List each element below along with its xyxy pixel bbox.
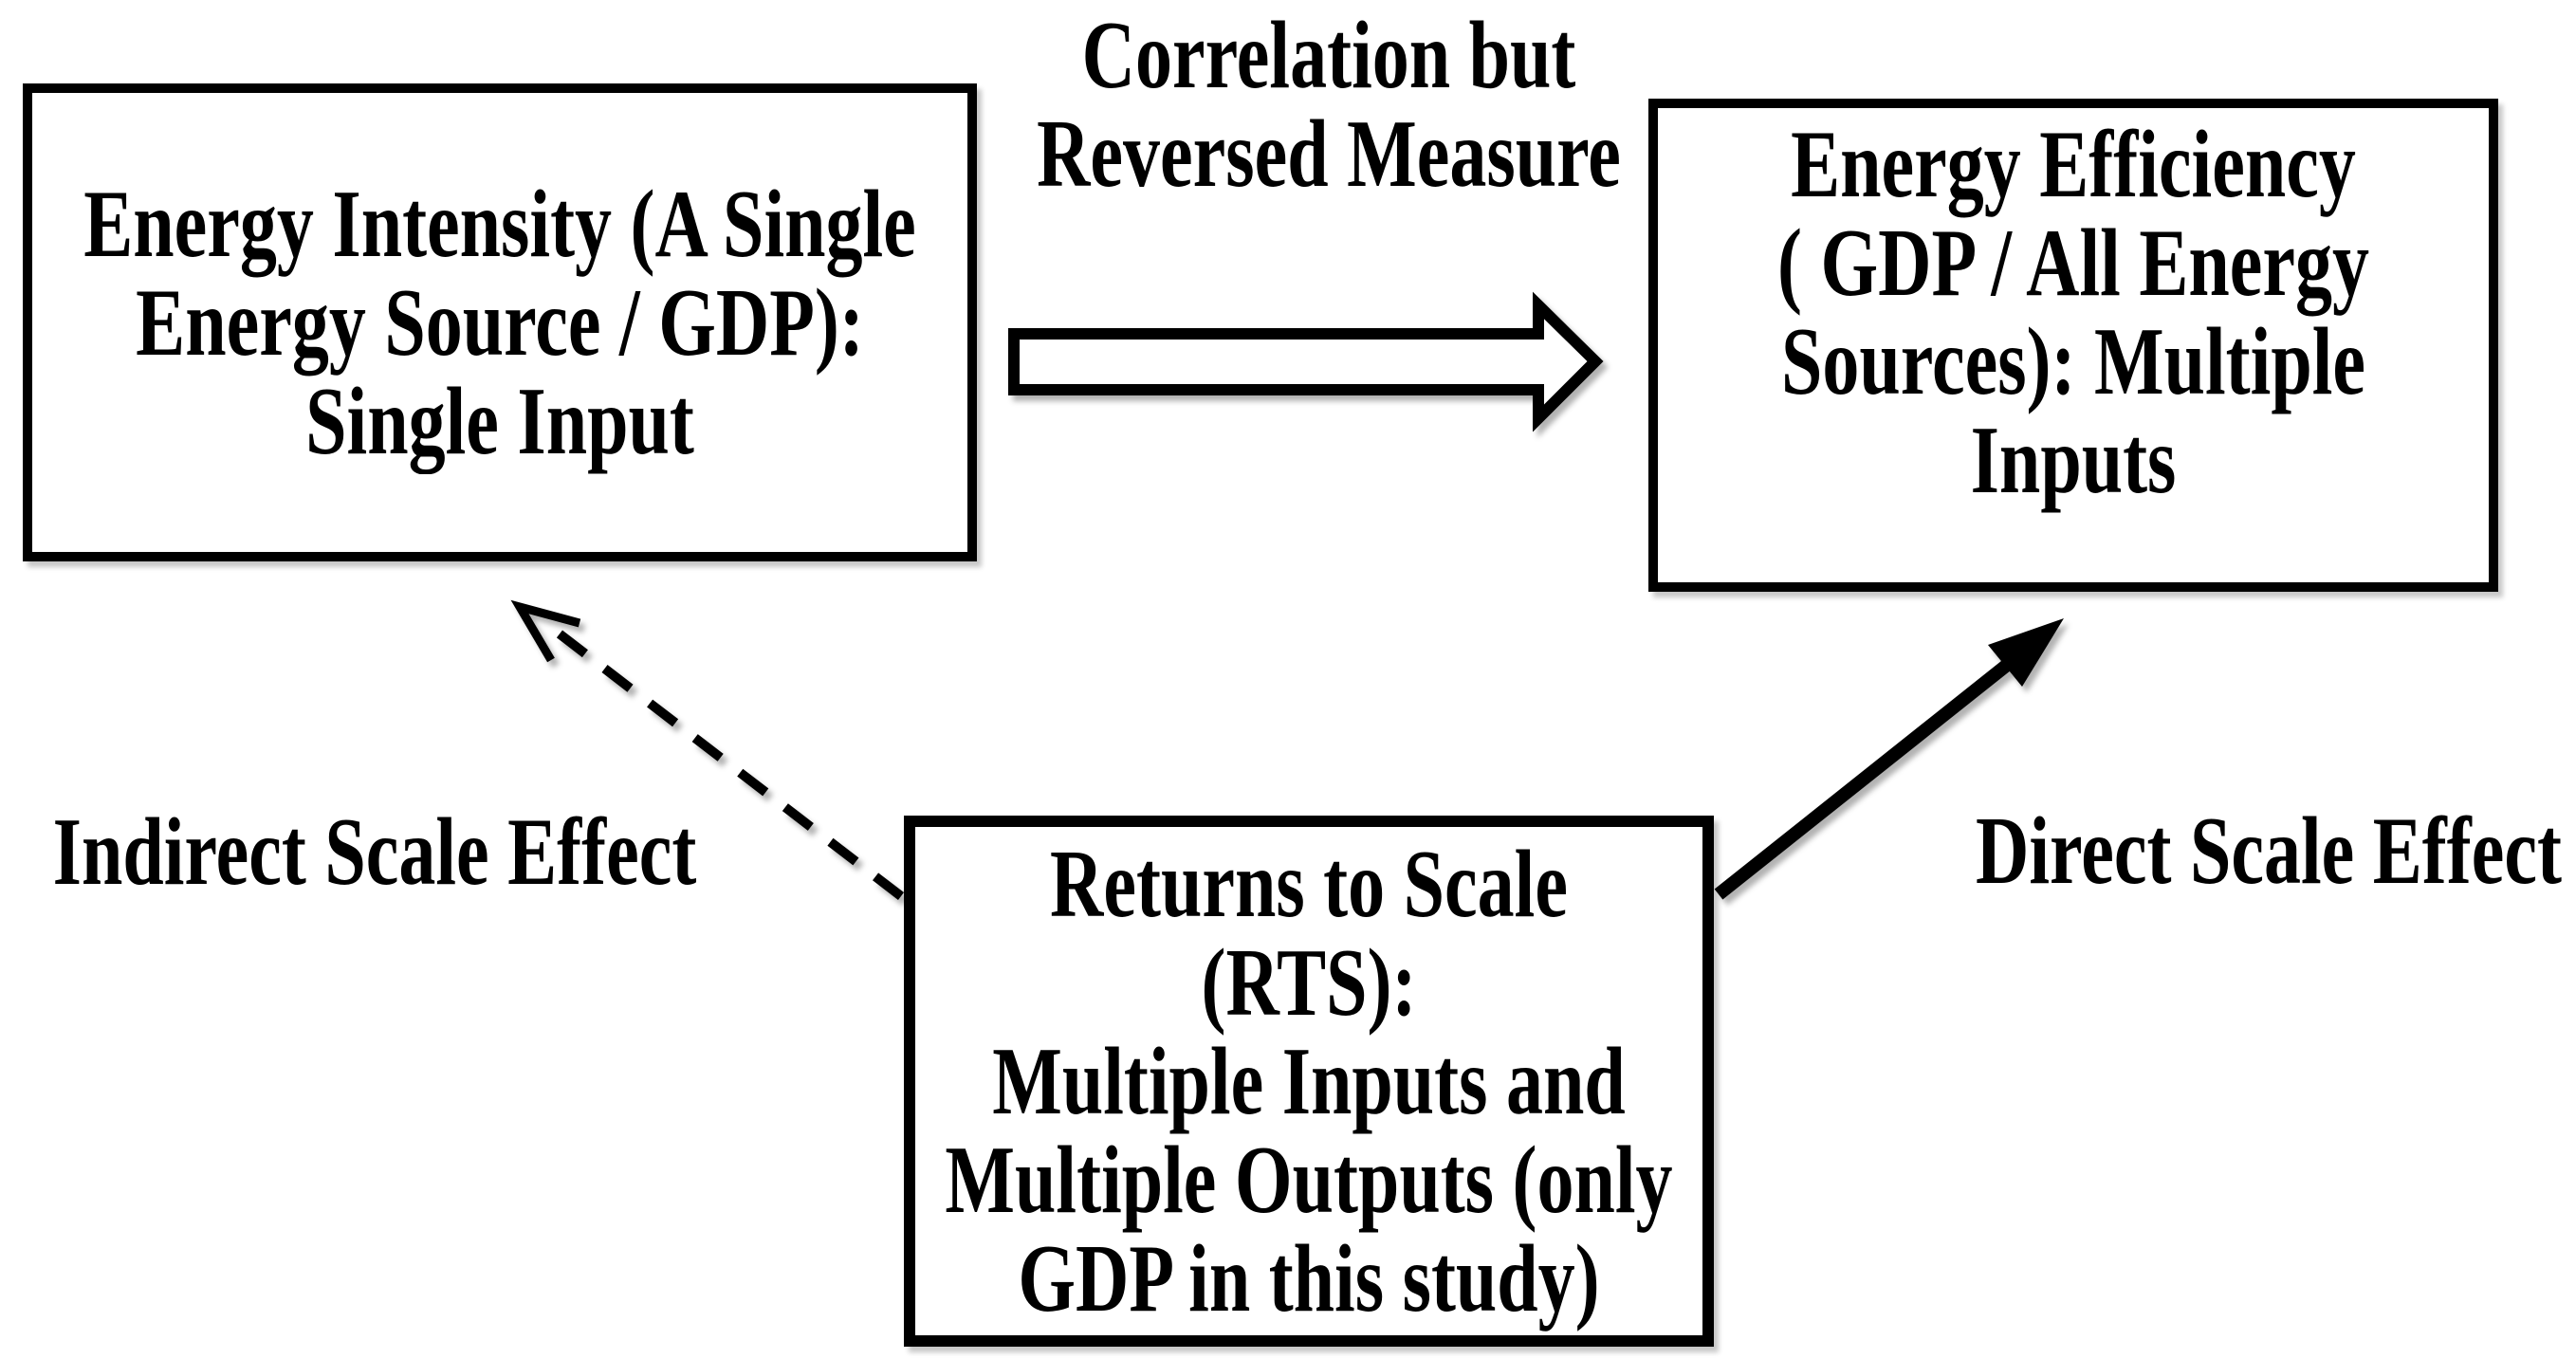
energy-efficiency-line1: Energy Efficiency [1791, 109, 2356, 217]
energy-intensity-line2: Energy Source / GDP): [136, 267, 864, 376]
energy-intensity-text: Energy Intensity (A Single Energy Source… [83, 174, 916, 470]
correlation-label-line2: Reversed Measure [1037, 99, 1621, 207]
energy-intensity-box: Energy Intensity (A Single Energy Source… [23, 83, 977, 561]
returns-to-scale-line4: Multiple Outputs (only [945, 1125, 1673, 1233]
correlation-label-line1: Correlation but [1081, 0, 1576, 108]
direct-scale-effect-label: Direct Scale Effect [1976, 796, 2562, 904]
correlation-hollow-arrow [1008, 291, 1604, 432]
returns-to-scale-line1: Returns to Scale [1050, 829, 1568, 937]
returns-to-scale-line5: GDP in this study) [1018, 1223, 1600, 1331]
energy-efficiency-text: Energy Efficiency ( GDP / All Energy Sou… [1777, 109, 2369, 513]
returns-to-scale-box: Returns to Scale (RTS): Multiple Inputs … [904, 816, 1714, 1347]
energy-efficiency-line2: ( GDP / All Energy [1777, 208, 2369, 316]
energy-intensity-line1: Energy Intensity (A Single [83, 169, 916, 277]
returns-to-scale-text: Returns to Scale (RTS): Multiple Inputs … [945, 829, 1673, 1331]
correlation-label: Correlation but Reversed Measure [949, 0, 1708, 207]
energy-intensity-line3: Single Input [305, 366, 694, 474]
energy-efficiency-line4: Inputs [1970, 405, 2177, 513]
returns-to-scale-line2: (RTS): [1201, 927, 1417, 1036]
energy-efficiency-box: Energy Efficiency ( GDP / All Energy Sou… [1648, 99, 2498, 592]
indirect-scale-effect-label: Indirect Scale Effect [52, 797, 697, 905]
energy-efficiency-line3: Sources): Multiple [1780, 306, 2365, 414]
returns-to-scale-line3: Multiple Inputs and [992, 1026, 1626, 1134]
